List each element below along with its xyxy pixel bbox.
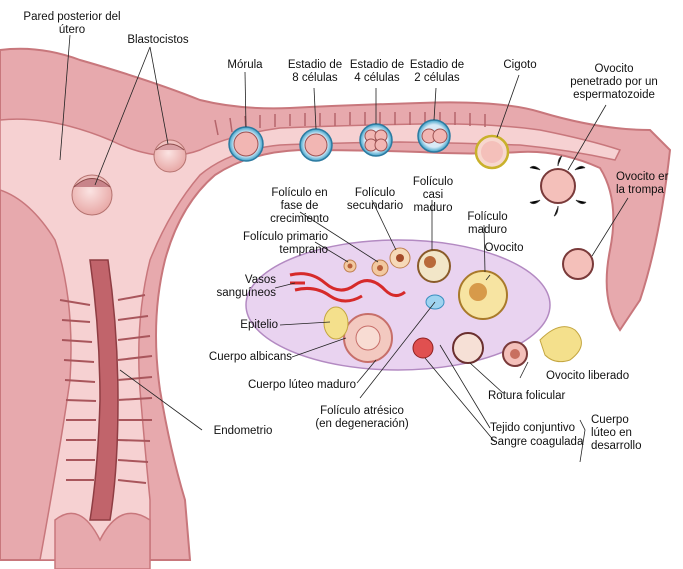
fimbria [539,326,582,363]
tube-oocyte [562,248,594,280]
label-cigoto: Cigoto [503,59,537,71]
label-foliculo-secundario: Folículo secundario [346,187,404,212]
label-foliculo-atresico: Folículo atrésico (en degeneración) [315,405,409,430]
ovary-follicles [323,247,508,364]
endometrium-canal [89,259,119,521]
label-vasos: Vasos sanguíneos [216,274,276,299]
blastocyst-2 [153,139,187,173]
zygote [474,134,510,170]
label-estadio-2: Estadio de 2 células [409,59,465,84]
leader-lines [59,34,629,463]
label-cuerpo-albicans: Cuerpo albicans [208,351,292,363]
label-morula: Mórula [227,59,263,71]
label-tejido-conjuntivo: Tejido conjuntivo [490,422,576,434]
label-rotura-folicular: Rotura folicular [488,390,566,402]
blood-vessels [289,272,406,303]
label-endometrio: Endometrio [213,425,273,437]
label-foliculo-maduro: Folículo maduro [467,211,508,236]
released-oocyte [502,341,528,367]
morula [228,126,264,162]
blastocyst-1 [71,174,113,216]
label-estadio-8: Estadio de 8 células [287,59,343,84]
label-foliculo-casi-maduro: Folículo casi maduro [412,176,454,214]
label-ovocito-penetrado: Ovocito penetrado por un espermatozoide [570,63,658,101]
label-estadio-4: Estadio de 4 células [349,59,405,84]
label-blastocistos: Blastocistos [127,34,189,46]
label-cuerpo-luteo-maduro: Cuerpo lúteo maduro [247,379,356,391]
label-ovocito-liberado: Ovocito liberado [546,370,630,382]
eight-cell-stage [299,128,333,162]
two-cell-stage [417,119,451,153]
penetrated-oocyte [529,155,587,217]
four-cell-stage [359,123,393,157]
label-ovocito-trompa: Ovocito er la trompa [616,171,669,196]
label-sangre-coagulada: Sangre coagulada [490,436,584,448]
label-ovocito: Ovocito [484,242,524,254]
label-pared-posterior: Pared posterior del útero [23,11,121,36]
label-foliculo-primario: Folículo primario temprano [243,231,328,256]
label-epitelio: Epitelio [240,319,278,331]
label-foliculo-crecimiento: Folículo en fase de crecimiento [270,187,329,225]
endometrial-glands [59,294,153,484]
cervix [54,512,151,569]
label-cuerpo-luteo-desarrollo: Cuerpo lúteo en desarrollo [591,414,642,452]
